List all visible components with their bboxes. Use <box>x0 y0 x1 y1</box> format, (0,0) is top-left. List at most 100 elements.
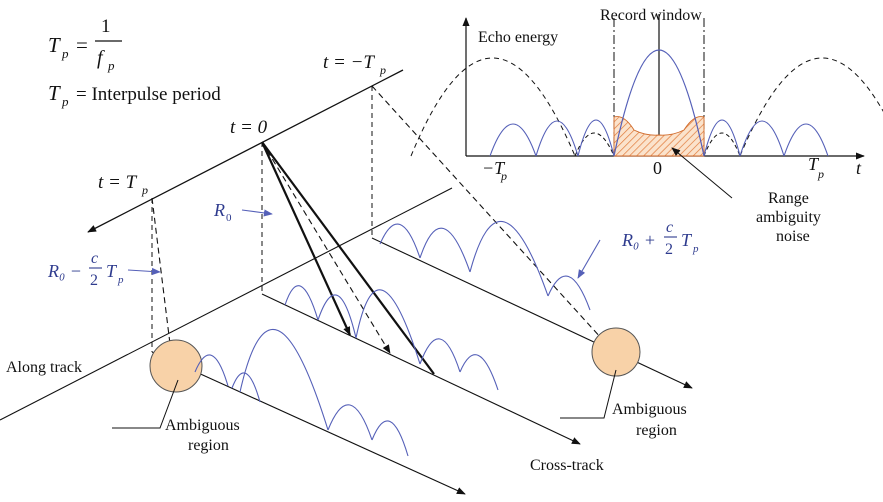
inset-lobe-main <box>613 49 705 157</box>
lobe-mid-4 <box>459 354 499 391</box>
leader-ambiguous-left <box>112 379 179 429</box>
label-t-zero: t = 0 <box>230 117 268 138</box>
lobe-far-2 <box>419 227 471 273</box>
formula-block: T p = 1 f p T p = Interpulse period <box>48 16 221 109</box>
ray-solid-2 <box>261 141 435 375</box>
inset-tick-neg: −T <box>482 158 506 178</box>
ray-dashed-right <box>371 85 613 351</box>
inset-xlabel: t <box>856 158 862 178</box>
lobe-mid-3 <box>419 338 461 373</box>
lobe-near-1 <box>194 354 229 387</box>
ray-solid-1 <box>260 141 352 336</box>
lobe-near-main <box>239 328 329 431</box>
slant-rays <box>151 85 613 375</box>
cross-track-line-far <box>371 237 693 389</box>
cross-track-line-near <box>151 351 466 495</box>
arrow-r0-plus <box>577 239 601 279</box>
label-ambiguous-right-2: region <box>636 422 677 439</box>
label-t-pos-sub: p <box>141 183 148 197</box>
label-plus-two: 2 <box>665 241 673 258</box>
formula-equals: = <box>76 33 88 57</box>
ground-grid <box>0 187 693 495</box>
inset-ylabel: Echo energy <box>478 29 558 46</box>
inset-side-dashed-1 <box>574 132 615 157</box>
label-ambiguous-left-1: Ambiguous <box>165 417 240 434</box>
inset-side-left-2 <box>535 120 579 157</box>
label-r0-sub: 0 <box>226 212 232 224</box>
label-plus-T: T <box>681 230 693 250</box>
inset-tick-pos-sub: p <box>817 167 824 181</box>
label-plus-c: c <box>666 219 673 236</box>
flight-path-line <box>87 69 404 233</box>
label-along-track: Along track <box>6 359 82 376</box>
inset-chart: Echo energy Record window −T p 0 T p t R… <box>410 7 883 245</box>
inset-lobe-dashed-right <box>739 57 883 157</box>
formula-frac-den: f <box>97 47 105 69</box>
ambiguous-region-right <box>591 327 641 377</box>
inset-tick-pos: T <box>808 154 820 174</box>
label-t-neg-sub: p <box>379 63 386 77</box>
inset-side-left-3 <box>489 123 537 157</box>
inset-title: Record window <box>600 7 702 24</box>
label-plus-p: p <box>692 243 699 255</box>
lobe-mid-1 <box>284 285 319 321</box>
arrow-r0-minus <box>127 267 161 276</box>
inset-noise-pointer <box>671 147 733 199</box>
lobe-mid-2 <box>317 294 357 339</box>
formula-tp-sub: p <box>61 46 69 61</box>
ambiguous-circles <box>149 327 641 393</box>
ambiguous-region-left <box>149 339 203 393</box>
label-minus-c: c <box>91 250 98 267</box>
lobe-far-3 <box>547 275 591 311</box>
inset-noise-label-2: ambiguity <box>756 209 821 226</box>
inset-tick-zero: 0 <box>653 158 662 178</box>
period-tp-lhs: T <box>48 81 61 105</box>
ray-dashed-left <box>151 197 175 361</box>
cross-track-line-mid <box>261 293 581 445</box>
lobe-near-3 <box>327 404 373 441</box>
inset-tick-neg-sub: p <box>500 169 507 183</box>
inset-noise-label-3: noise <box>776 228 810 245</box>
lobe-near-2 <box>231 372 261 403</box>
formula-tp-lhs: T <box>48 33 61 57</box>
formula-frac-den-sub: p <box>107 58 115 73</box>
period-text: = Interpulse period <box>76 84 221 105</box>
label-minus-T: T <box>106 261 118 281</box>
label-r0-minus: R₀ − <box>47 261 82 281</box>
lobe-far-main <box>469 220 549 297</box>
inset-side-left-1 <box>577 119 615 157</box>
label-ambiguous-right-1: Ambiguous <box>612 401 687 418</box>
formula-frac-num: 1 <box>101 16 111 37</box>
lobe-near-4 <box>371 420 409 457</box>
ground-lobes <box>194 220 591 457</box>
time-labels: t = −T p t = 0 t = T p <box>98 52 386 197</box>
inset-side-right-3 <box>783 123 829 157</box>
label-r0: R <box>213 200 225 220</box>
inset-noise-label-1: Range <box>768 190 809 207</box>
along-track-line <box>0 187 453 421</box>
label-t-neg: t = −T <box>323 52 375 73</box>
range-arrows <box>127 209 601 279</box>
label-minus-two: 2 <box>90 272 98 289</box>
label-minus-p: p <box>117 274 124 286</box>
label-cross-track: Cross-track <box>530 457 604 474</box>
label-t-pos: t = T <box>98 172 138 193</box>
lobe-mid-main <box>355 289 421 365</box>
text-labels: Along track Cross-track Ambiguous region… <box>6 359 687 474</box>
leader-ambiguous-right <box>560 369 617 419</box>
arrow-r0 <box>241 209 273 217</box>
inset-side-dashed-2 <box>703 132 741 157</box>
inset-side-right-1 <box>703 119 741 157</box>
inset-lobe-dashed-left <box>410 57 576 157</box>
label-r0-plus: R₀ + <box>621 230 656 250</box>
ray-dashed-center <box>261 141 391 354</box>
inset-side-right-2 <box>739 120 785 157</box>
inset-noise-region <box>613 116 705 157</box>
leader-lines <box>112 369 617 429</box>
period-tp-sub: p <box>61 94 69 109</box>
range-labels: R 0 R₀ − c 2 T p R₀ + c 2 T p <box>47 200 699 289</box>
label-ambiguous-left-2: region <box>188 437 229 454</box>
lobe-far-1 <box>379 223 421 259</box>
